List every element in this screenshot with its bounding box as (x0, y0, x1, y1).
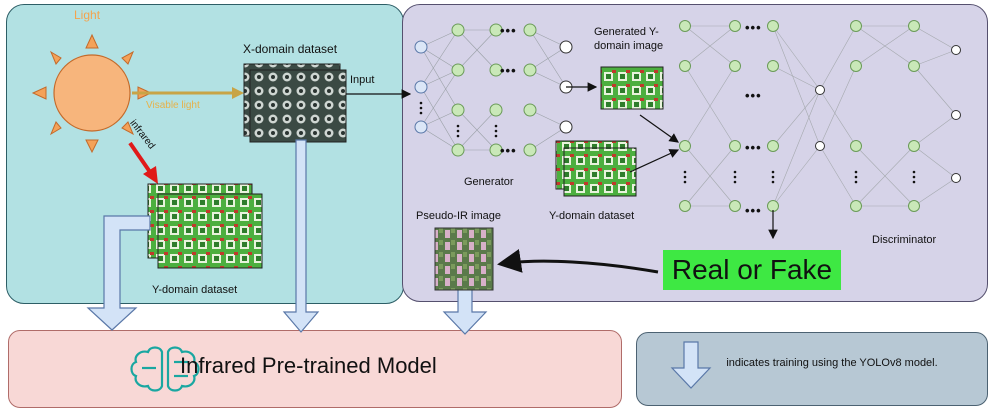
generated-image (600, 66, 664, 110)
input-label: Input (350, 74, 375, 86)
sun-icon (31, 33, 153, 154)
generator-label: Generator (464, 176, 514, 188)
generated-image-label-1: Generated Y- (594, 26, 659, 38)
training-arrow-icon (670, 341, 712, 389)
ellipsis: ••• (500, 63, 517, 78)
model-title: Infrared Pre-trained Model (180, 353, 437, 378)
ellipsis: ••• (745, 20, 762, 35)
legend-text: indicates training using the YOLOv8 mode… (726, 357, 938, 369)
ellipsis: ••• (745, 203, 762, 218)
real-or-fake-output: Real or Fake (663, 250, 841, 290)
brain-icon (130, 346, 200, 392)
discriminator-label: Discriminator (872, 234, 937, 246)
result-arrow (497, 249, 659, 274)
generated-image-label-2: domain image (594, 40, 664, 52)
ellipsis: ••• (745, 140, 762, 155)
visible-light-label: Visable light (146, 100, 200, 111)
y-domain-images-right (555, 140, 637, 197)
pseudo-ir-label: Pseudo-IR image (416, 210, 501, 222)
infrared-arrow (128, 141, 152, 174)
y-domain-images-left (147, 183, 263, 269)
light-label: Light (74, 8, 101, 22)
y-domain-label-right: Y-domain dataset (549, 210, 635, 222)
x-domain-images (243, 63, 347, 143)
ellipsis: ••• (500, 143, 517, 158)
x-domain-label: X-domain dataset (243, 42, 338, 56)
model-bar (8, 330, 622, 408)
pseudo-ir-image (434, 227, 494, 291)
generator-network (414, 23, 573, 157)
training-arrows (86, 139, 488, 335)
discriminator-network (679, 20, 961, 212)
y-domain-label-left: Y-domain dataset (152, 284, 238, 296)
ellipsis: ••• (745, 88, 762, 103)
ellipsis: ••• (500, 23, 517, 38)
